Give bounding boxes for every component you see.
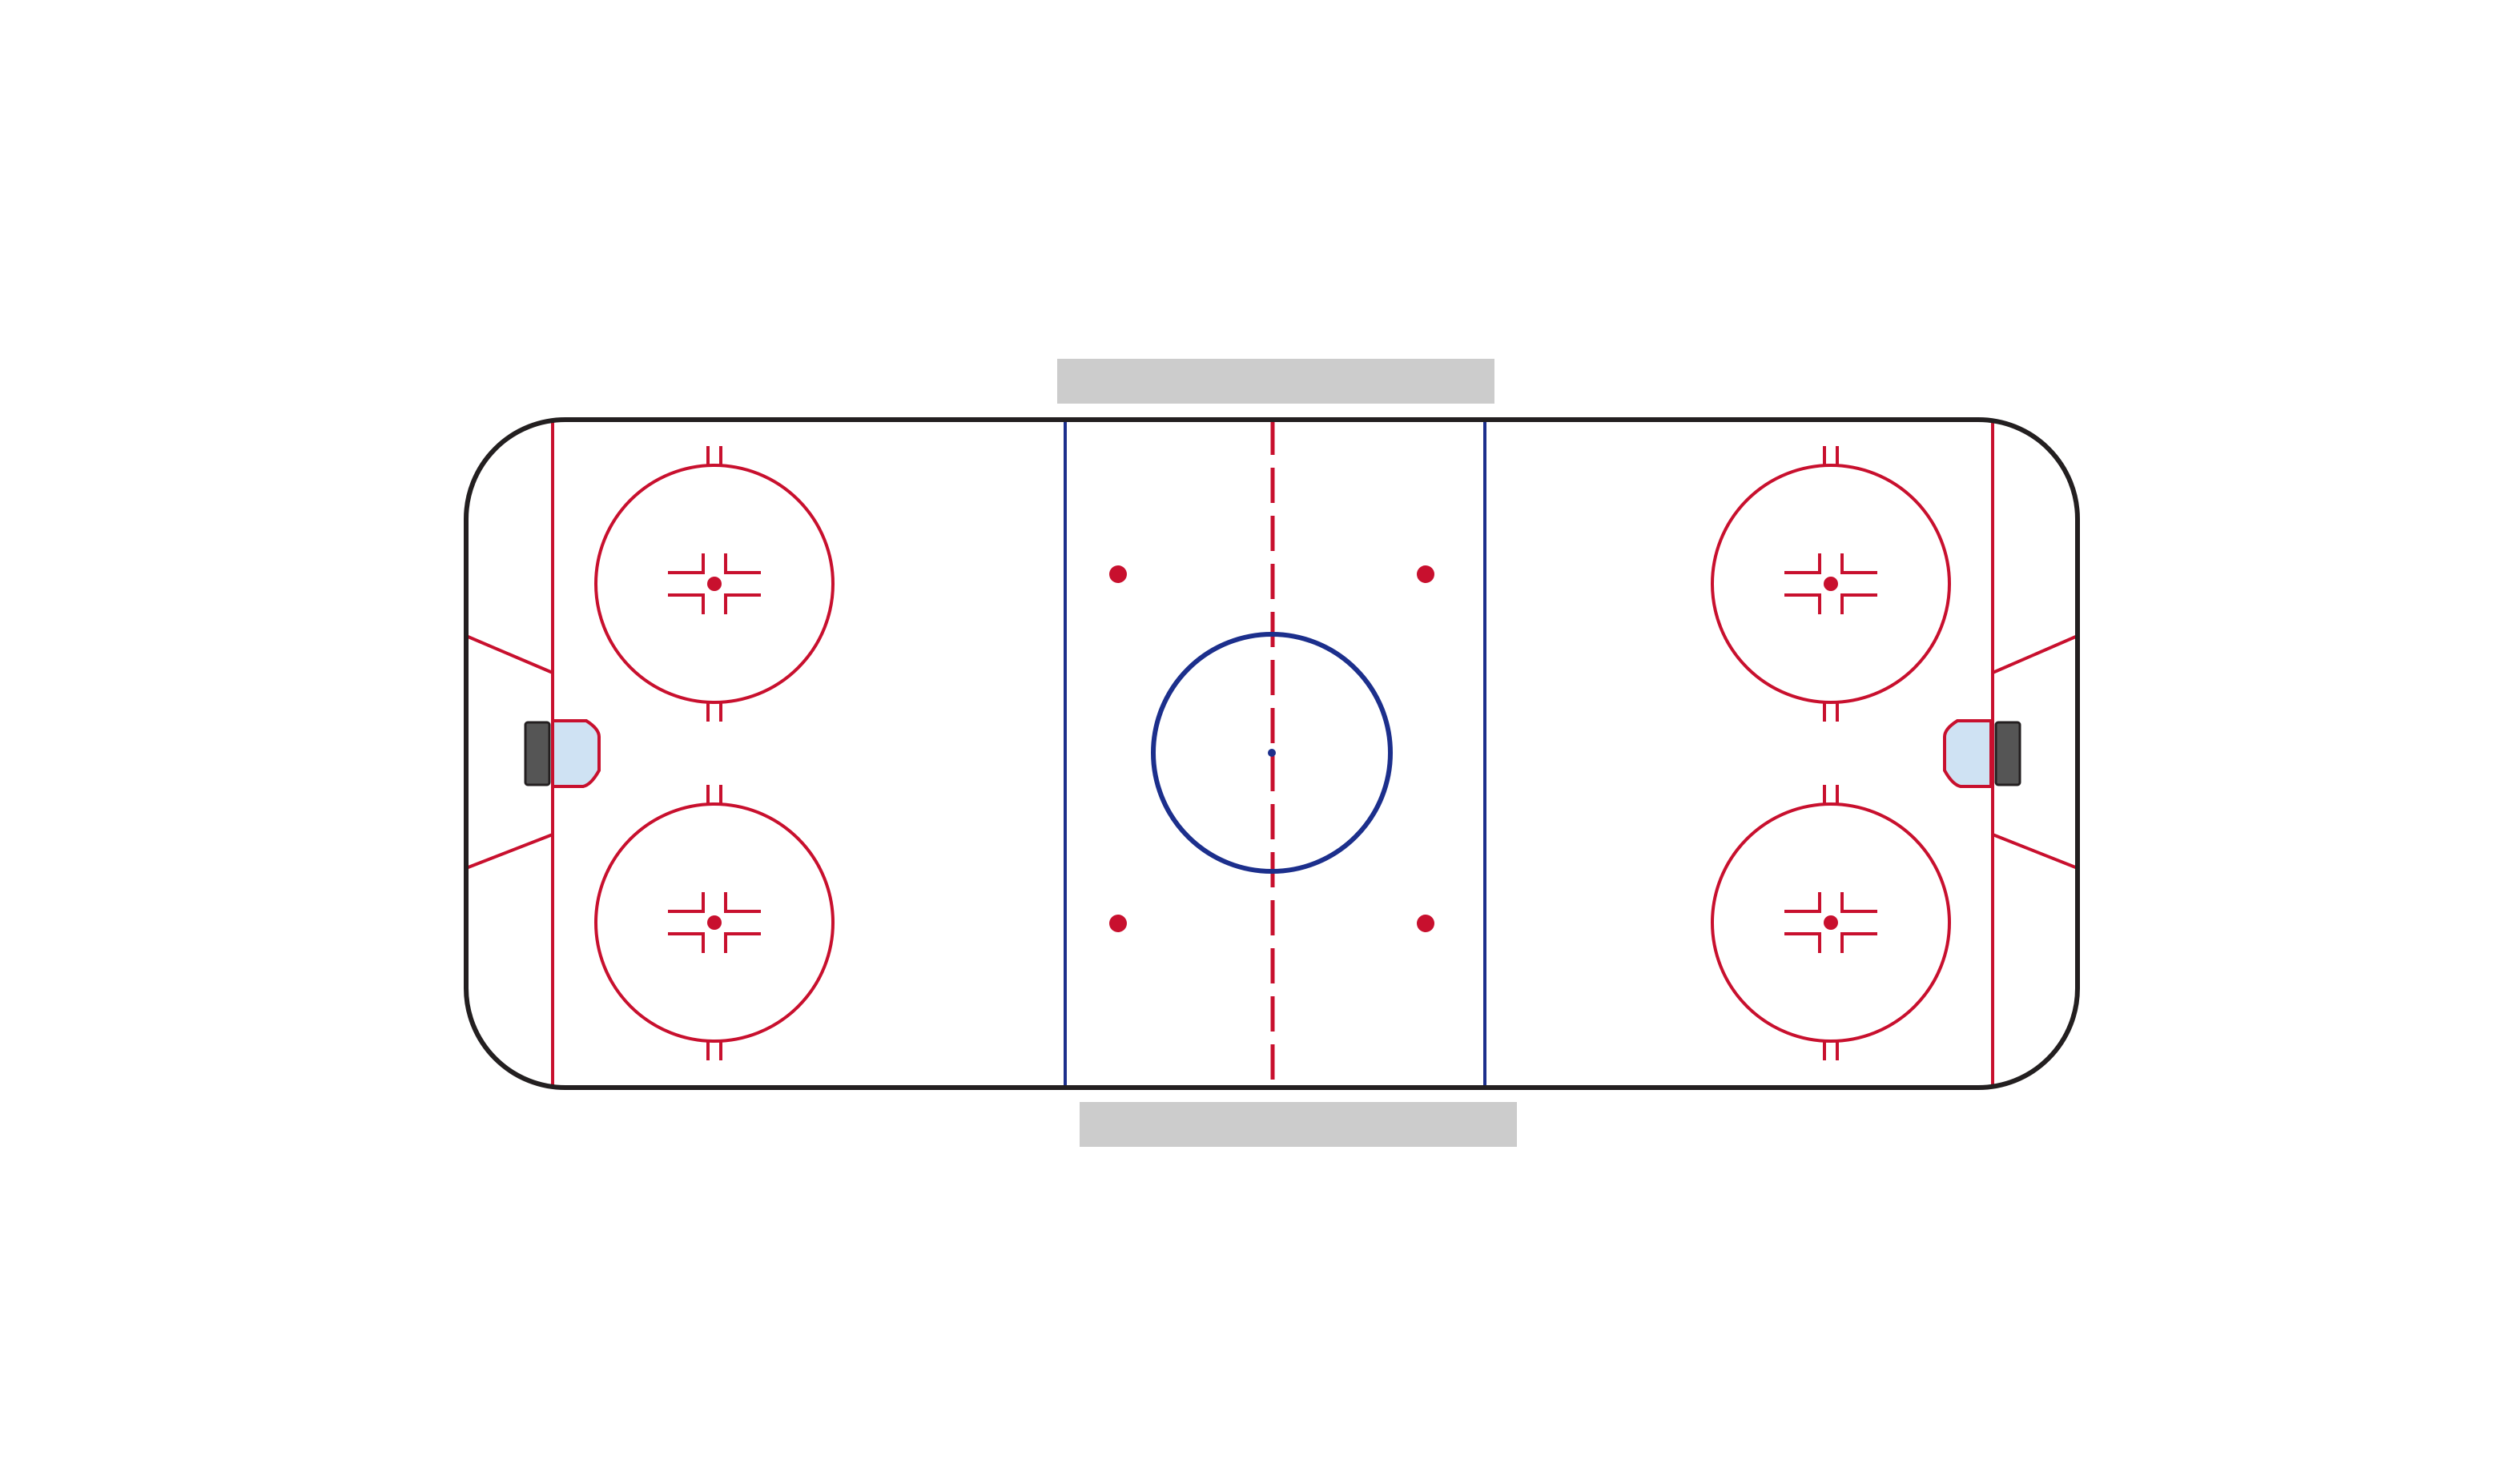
trapezoid-line-left-bottom — [465, 833, 553, 870]
faceoff-l-mark — [724, 553, 761, 574]
faceoff-dot — [707, 577, 722, 591]
neutral-faceoff-dot-top-right — [1417, 565, 1434, 583]
faceoff-l-mark — [1840, 553, 1877, 574]
faceoff-ring — [594, 464, 835, 704]
faceoff-l-mark — [1784, 553, 1821, 574]
trapezoid-line-left-top — [465, 634, 553, 674]
faceoff-l-mark — [724, 593, 761, 614]
goal-crease-left — [551, 719, 601, 788]
faceoff-dot — [1824, 577, 1838, 591]
faceoff-l-mark — [668, 932, 705, 953]
faceoff-circle-left-bottom — [594, 785, 835, 1060]
boards-outline — [464, 417, 2080, 1090]
goal-net-left — [524, 721, 551, 786]
faceoff-ring — [594, 802, 835, 1043]
neutral-faceoff-dot-bottom-left — [1109, 915, 1127, 932]
faceoff-l-mark — [1784, 932, 1821, 953]
trapezoid-line-right-bottom — [1992, 833, 2078, 870]
goal-crease-right — [1943, 719, 1993, 788]
faceoff-dot — [707, 915, 722, 930]
center-dot — [1268, 749, 1276, 757]
center-circle — [1151, 632, 1393, 874]
neutral-faceoff-dot-top-left — [1109, 565, 1127, 583]
faceoff-l-mark — [668, 553, 705, 574]
faceoff-circle-left-top — [594, 446, 835, 722]
goal-net-right — [1994, 721, 2021, 786]
faceoff-l-mark — [1840, 892, 1877, 913]
faceoff-l-mark — [668, 593, 705, 614]
player-bench-top — [1057, 359, 1494, 404]
faceoff-ring — [1711, 802, 1951, 1043]
faceoff-circle-right-top — [1711, 446, 1951, 722]
faceoff-l-mark — [724, 892, 761, 913]
trapezoid-line-right-top — [1992, 634, 2078, 674]
faceoff-l-mark — [1784, 892, 1821, 913]
faceoff-l-mark — [1840, 593, 1877, 614]
faceoff-ring — [1711, 464, 1951, 704]
faceoff-l-mark — [724, 932, 761, 953]
faceoff-circle-right-bottom — [1711, 785, 1951, 1060]
neutral-faceoff-dot-bottom-right — [1417, 915, 1434, 932]
faceoff-l-mark — [668, 892, 705, 913]
penalty-bench-bottom — [1080, 1102, 1517, 1147]
faceoff-dot — [1824, 915, 1838, 930]
faceoff-l-mark — [1840, 932, 1877, 953]
faceoff-l-mark — [1784, 593, 1821, 614]
